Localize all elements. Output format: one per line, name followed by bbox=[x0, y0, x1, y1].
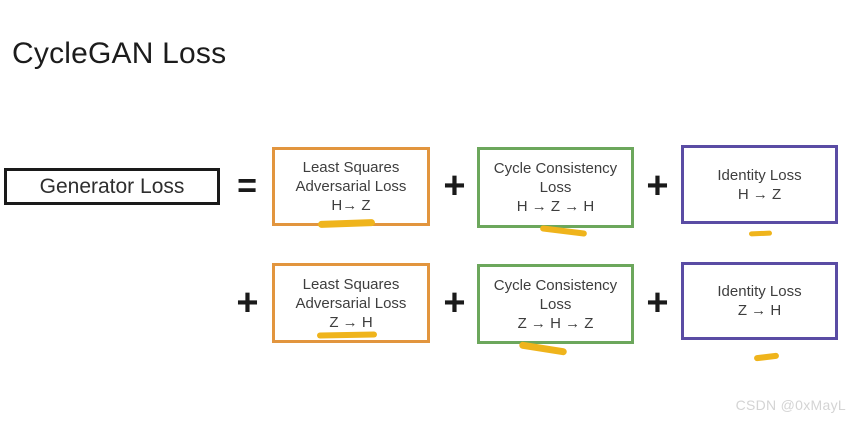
equals-operator: = bbox=[237, 166, 257, 205]
highlight-mark-identity-z-h bbox=[753, 352, 780, 362]
term-box-cycle-consistency-h-z-h: Cycle Consistency Loss H → Z → H bbox=[477, 147, 634, 228]
plus-operator: + bbox=[443, 282, 466, 324]
term-line: Cycle Consistency bbox=[493, 160, 618, 177]
term-line: Loss bbox=[539, 295, 572, 313]
term-line: H→ Z bbox=[331, 197, 371, 214]
term-line: Identity Loss bbox=[717, 283, 802, 300]
term-line: Z → H bbox=[737, 302, 782, 319]
term-box-cycle-consistency-z-h-z: Cycle Consistency Loss Z → H → Z bbox=[477, 264, 634, 344]
term-line: Least Squares bbox=[302, 275, 400, 293]
term-line: Least Squares bbox=[302, 159, 400, 176]
generator-loss-box: Generator Loss bbox=[4, 168, 220, 205]
term-box-adversarial-loss-z-to-h: Least Squares Adversarial Loss Z → H bbox=[272, 263, 430, 343]
csdn-watermark: CSDN @0xMayL bbox=[735, 397, 846, 413]
highlight-mark-adv-h-z bbox=[317, 219, 376, 228]
plus-operator: + bbox=[236, 282, 259, 324]
term-box-adversarial-loss-h-to-z: Least Squares Adversarial Loss H→ Z bbox=[272, 147, 430, 226]
term-line: Z → H bbox=[329, 313, 373, 331]
term-line: H → Z bbox=[737, 185, 782, 203]
term-line: Cycle Consistency bbox=[493, 276, 618, 294]
term-line: Identity Loss bbox=[717, 166, 802, 184]
highlight-mark-identity-h-z bbox=[748, 230, 773, 237]
generator-loss-label: Generator Loss bbox=[39, 174, 185, 198]
term-box-identity-loss-h-to-z: Identity Loss H → Z bbox=[681, 145, 838, 224]
slide-title: CycleGAN Loss bbox=[12, 37, 227, 70]
term-line: Adversarial Loss bbox=[295, 294, 407, 312]
term-line: Loss bbox=[539, 179, 572, 196]
plus-operator: + bbox=[646, 282, 669, 324]
term-line: H → Z → H bbox=[516, 198, 595, 215]
highlight-mark-adv-z-h bbox=[316, 331, 378, 339]
term-box-identity-loss-z-to-h: Identity Loss Z → H bbox=[681, 262, 838, 340]
term-line: Adversarial Loss bbox=[295, 178, 407, 195]
term-line: Z → H → Z bbox=[517, 314, 594, 332]
plus-operator: + bbox=[443, 165, 466, 207]
plus-operator: + bbox=[646, 165, 669, 207]
